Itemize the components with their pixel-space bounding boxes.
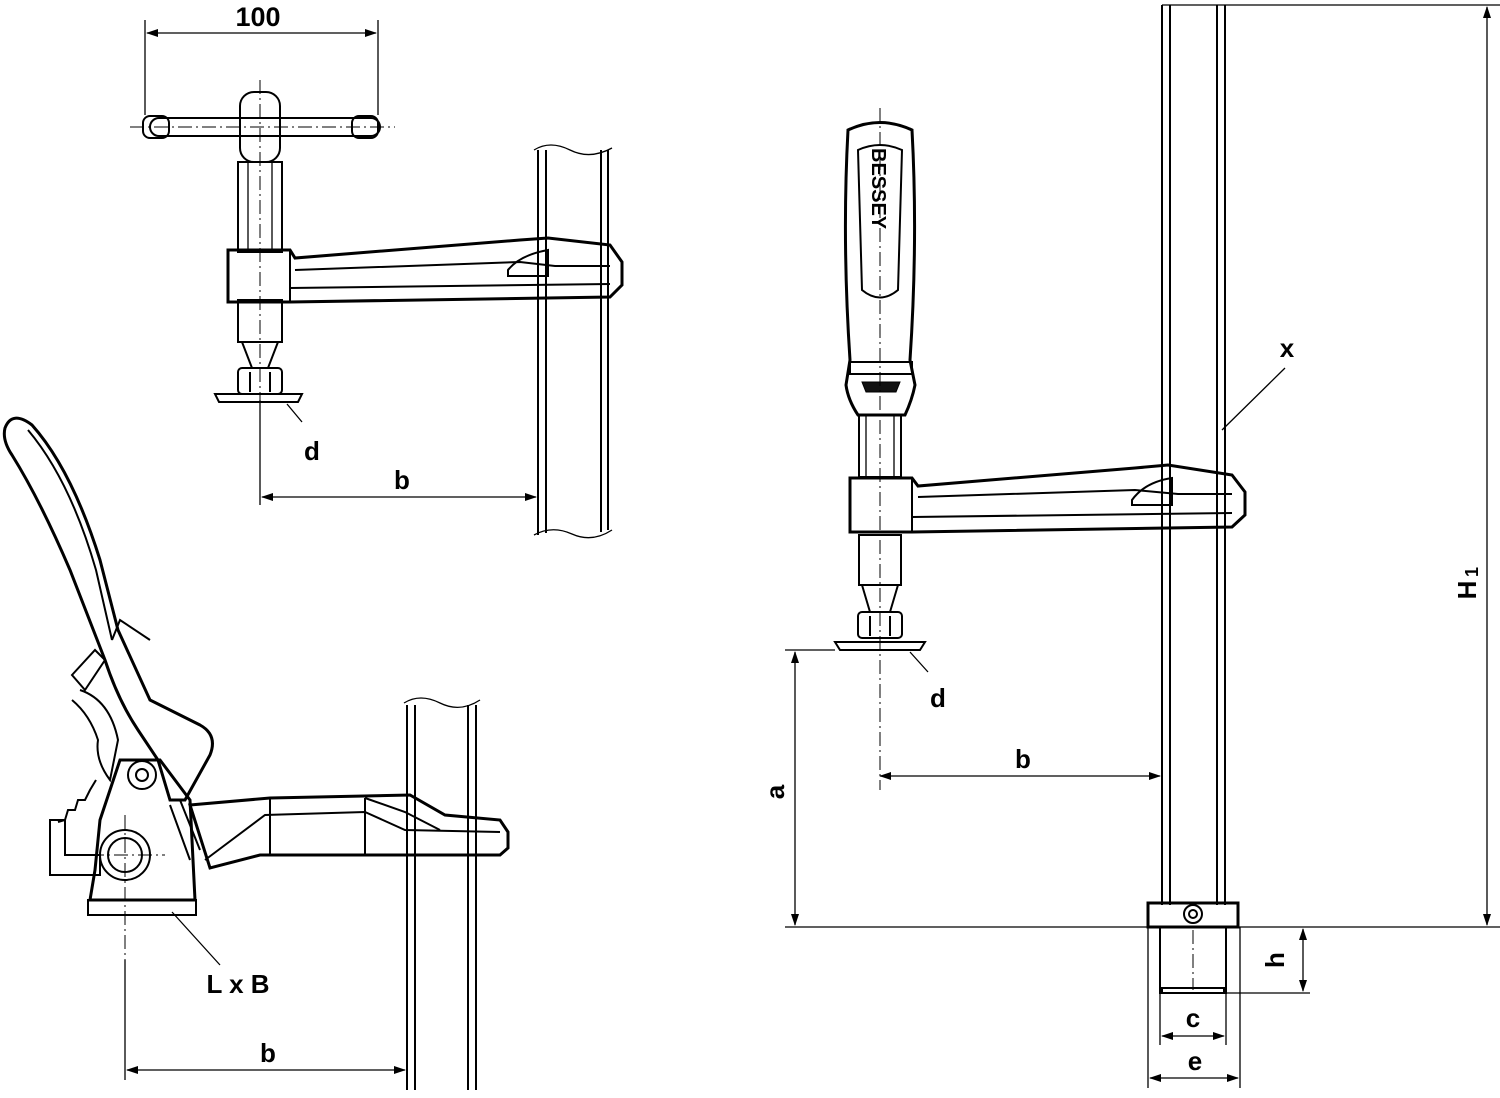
label-a: a	[760, 784, 790, 799]
arm-right	[848, 463, 1247, 534]
lever-clamp-view: L x B b	[2, 416, 510, 1090]
t-handle	[130, 91, 395, 163]
label-lxb: L x B	[206, 969, 269, 999]
arm-bottom-left	[188, 793, 510, 870]
label-h: h	[1260, 952, 1290, 968]
label-d-right: d	[930, 683, 946, 713]
leader-d-right	[909, 651, 929, 673]
t-handle-clamp-view: 100 d b	[130, 2, 624, 539]
label-e: e	[1188, 1046, 1202, 1076]
dimension-100	[144, 20, 379, 115]
handle-clamp-view: BESSEY	[760, 4, 1500, 1088]
arm-top-left	[226, 236, 624, 304]
rail-top-left	[533, 144, 613, 539]
leader-d-top-left	[286, 403, 303, 423]
label-h1-main: H	[1452, 581, 1482, 600]
rail-foot	[1146, 901, 1240, 994]
label-d-top-left: d	[304, 436, 320, 466]
lever-handle	[2, 416, 214, 823]
rail-right	[1161, 4, 1500, 905]
brand-text: BESSEY	[867, 148, 889, 230]
label-b-right: b	[1015, 744, 1031, 774]
leader-x	[1221, 367, 1286, 431]
clamp-body	[49, 758, 201, 960]
pressure-pad-top-left	[213, 367, 304, 403]
label-x: x	[1280, 333, 1295, 363]
label-h1: H 1	[1452, 567, 1482, 599]
handle-grip: BESSEY	[843, 108, 917, 790]
pressure-pad-right	[833, 611, 927, 651]
label-100: 100	[235, 2, 280, 32]
label-b-bottom-left: b	[260, 1038, 276, 1068]
leader-lxb	[171, 911, 221, 966]
label-b-top-left: b	[394, 465, 410, 495]
rail-bottom-left	[403, 697, 481, 1090]
label-h1-sub: 1	[1462, 567, 1482, 577]
label-c: c	[1186, 1003, 1200, 1033]
